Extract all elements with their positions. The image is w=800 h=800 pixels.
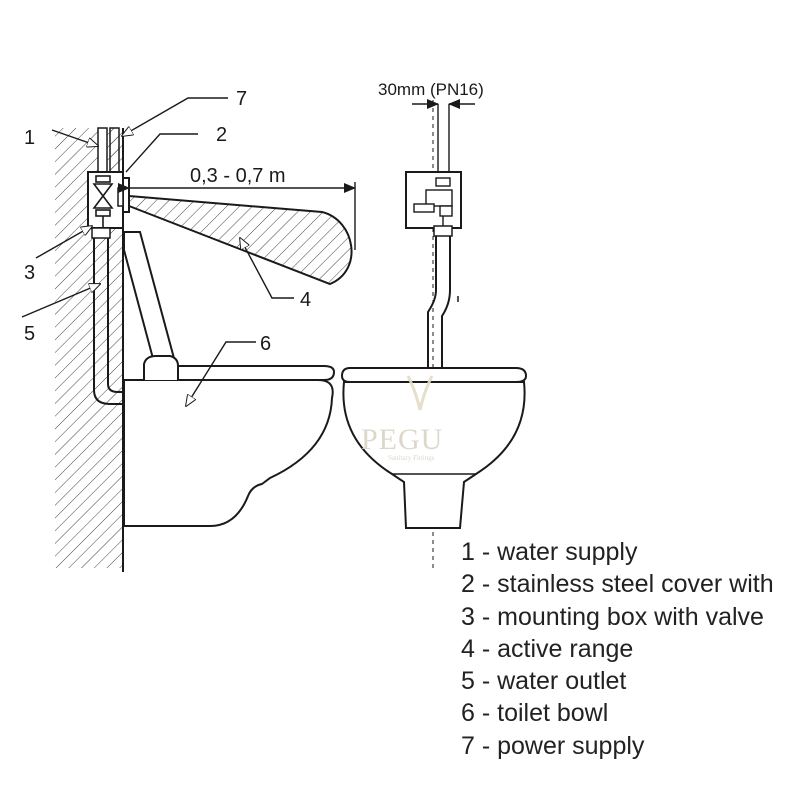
toilet-seat — [175, 365, 336, 381]
side-view — [55, 127, 356, 572]
flush-pipe — [123, 231, 177, 368]
watermark-tagline: Sanitary Fittings — [388, 454, 435, 462]
callout-5: 5 — [24, 323, 35, 345]
callout-7: 7 — [236, 88, 247, 110]
pegu-logo-watermark: PEGU Sanitary Fittings — [361, 375, 443, 462]
legend-item-mounting-box: 3 - mounting box with valve — [461, 602, 764, 631]
callout-6: 6 — [260, 333, 271, 355]
watermark-name: PEGU — [361, 423, 443, 456]
active-range-beam — [128, 194, 353, 286]
power-supply-cable — [109, 127, 120, 177]
parts-legend: 1 - water supply 2 - stainless steel cov… — [461, 536, 774, 762]
leader-lines — [21, 97, 294, 406]
front-view — [340, 99, 528, 568]
legend-item-power-supply: 7 - power supply — [461, 731, 645, 760]
sensor-window — [117, 187, 124, 207]
seat-hinge — [143, 355, 179, 380]
callout-4: 4 — [300, 289, 311, 311]
valve-front — [413, 177, 453, 228]
callout-2: 2 — [216, 124, 227, 146]
valve-symbol — [92, 175, 114, 228]
toilet-bowl-front — [342, 381, 526, 529]
legend-item-toilet-bowl: 6 - toilet bowl — [461, 699, 609, 728]
callout-3: 3 — [24, 262, 35, 284]
legend-item-water-supply: 1 - water supply — [461, 538, 638, 566]
water-supply-pipe — [97, 127, 108, 177]
legend-item-active-range: 4 - active range — [461, 634, 634, 663]
legend-item-stainless-cover: 2 - stainless steel cover with — [461, 570, 774, 599]
water-outlet-pipe — [93, 230, 124, 405]
pipe-dimension-label: 30mm (PN16) — [378, 80, 484, 99]
callout-1: 1 — [24, 127, 35, 149]
toilet-bowl-side — [123, 379, 334, 527]
toilet-seat-front — [340, 367, 528, 383]
legend-item-water-outlet: 5 - water outlet — [461, 667, 627, 696]
outlet-pipe-front — [427, 228, 451, 368]
range-dimension-label: 0,3 - 0,7 m — [190, 165, 286, 187]
